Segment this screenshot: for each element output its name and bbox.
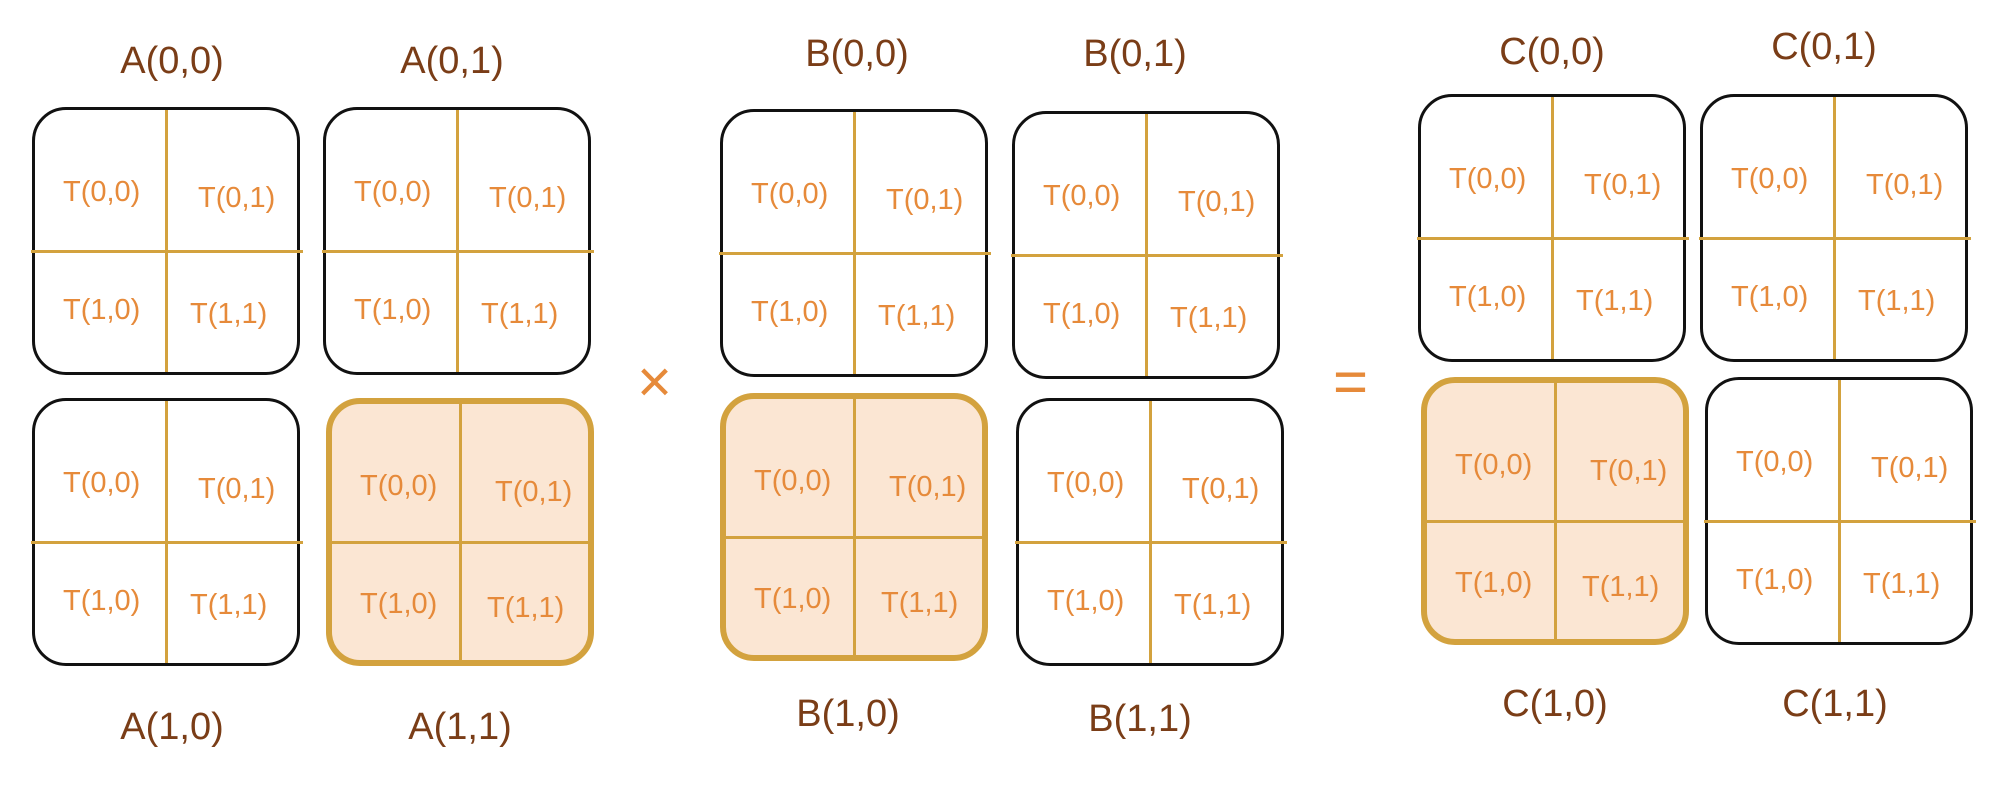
tile-label: T(1,1) xyxy=(190,298,268,330)
block-label-a11: A(1,1) xyxy=(408,706,512,748)
tile-divider-horizontal xyxy=(1423,519,1689,523)
tile-label: T(1,1) xyxy=(1576,285,1654,317)
block-c00: T(0,0) T(0,1) T(1,0) T(1,1) xyxy=(1417,94,1689,362)
tile-label: T(0,1) xyxy=(198,473,276,505)
block-label-c00: C(0,0) xyxy=(1499,31,1605,73)
block-label-c01: C(0,1) xyxy=(1771,26,1877,68)
tile-divider-horizontal xyxy=(722,535,988,539)
tile-label: T(0,1) xyxy=(1178,186,1256,218)
block-c10-highlighted: T(0,0) T(0,1) T(1,0) T(1,1) xyxy=(1421,377,1689,645)
tile-label: T(1,0) xyxy=(360,588,438,620)
tile-divider-vertical xyxy=(852,399,856,655)
tile-label: T(0,0) xyxy=(754,465,832,497)
tile-divider-horizontal xyxy=(322,249,594,253)
tile-divider-vertical xyxy=(1550,97,1554,359)
multiply-operator: × xyxy=(637,348,673,415)
tile-divider-horizontal xyxy=(31,249,303,253)
tile-divider-horizontal xyxy=(1699,236,1971,240)
tile-divider-vertical xyxy=(1148,401,1152,663)
tile-divider-vertical xyxy=(852,112,856,374)
tile-label: T(0,0) xyxy=(1736,446,1814,478)
block-label-a01: A(0,1) xyxy=(400,40,504,82)
tile-label: T(0,1) xyxy=(1866,169,1944,201)
block-b10-highlighted: T(0,0) T(0,1) T(1,0) T(1,1) xyxy=(720,393,988,661)
tile-label: T(1,0) xyxy=(1043,298,1121,330)
tile-divider-horizontal xyxy=(1011,253,1283,257)
tile-label: T(1,1) xyxy=(1170,302,1248,334)
block-label-b01: B(0,1) xyxy=(1083,33,1187,75)
tile-label: T(1,1) xyxy=(1858,285,1936,317)
equals-operator: = xyxy=(1333,348,1369,415)
block-label-c10: C(1,0) xyxy=(1502,683,1608,725)
tile-label: T(1,0) xyxy=(1047,585,1125,617)
tile-divider-vertical xyxy=(1553,383,1557,639)
tile-divider-horizontal xyxy=(1417,236,1689,240)
tile-label: T(0,1) xyxy=(1590,455,1668,487)
tile-label: T(1,0) xyxy=(1731,281,1809,313)
tile-label: T(0,0) xyxy=(63,467,141,499)
tile-label: T(0,0) xyxy=(1731,163,1809,195)
block-label-c11: C(1,1) xyxy=(1782,683,1888,725)
tile-label: T(0,1) xyxy=(198,182,276,214)
block-label-b11: B(1,1) xyxy=(1088,698,1192,740)
block-b01: T(0,0) T(0,1) T(1,0) T(1,1) xyxy=(1011,111,1283,379)
tile-divider-horizontal xyxy=(31,540,303,544)
tile-label: T(1,1) xyxy=(1863,568,1941,600)
tile-label: T(1,0) xyxy=(354,294,432,326)
block-a00: T(0,0) T(0,1) T(1,0) T(1,1) xyxy=(31,107,303,375)
block-label-a00: A(0,0) xyxy=(120,40,224,82)
tile-divider-horizontal xyxy=(1015,540,1287,544)
tile-label: T(1,0) xyxy=(63,294,141,326)
tile-label: T(0,0) xyxy=(1047,467,1125,499)
tile-label: T(1,0) xyxy=(63,585,141,617)
tile-label: T(1,1) xyxy=(881,587,959,619)
tile-label: T(1,1) xyxy=(487,592,565,624)
block-label-b00: B(0,0) xyxy=(805,33,909,75)
tile-divider-vertical xyxy=(1837,380,1841,642)
tile-label: T(0,1) xyxy=(1182,473,1260,505)
tile-label: T(0,0) xyxy=(63,176,141,208)
tile-divider-vertical xyxy=(1144,114,1148,376)
block-a11-highlighted: T(0,0) T(0,1) T(1,0) T(1,1) xyxy=(326,398,594,666)
tile-label: T(1,1) xyxy=(1582,571,1660,603)
tile-label: T(1,1) xyxy=(878,300,956,332)
block-b00: T(0,0) T(0,1) T(1,0) T(1,1) xyxy=(719,109,991,377)
block-label-a10: A(1,0) xyxy=(120,706,224,748)
tile-label: T(1,1) xyxy=(481,298,559,330)
tile-label: T(1,0) xyxy=(1449,281,1527,313)
tile-divider-vertical xyxy=(1832,97,1836,359)
block-a10: T(0,0) T(0,1) T(1,0) T(1,1) xyxy=(31,398,303,666)
tile-label: T(0,1) xyxy=(889,471,967,503)
tile-label: T(0,0) xyxy=(360,470,438,502)
tile-label: T(1,1) xyxy=(1174,589,1252,621)
tile-label: T(0,0) xyxy=(1043,180,1121,212)
tile-label: T(0,0) xyxy=(1449,163,1527,195)
tile-label: T(0,1) xyxy=(1584,169,1662,201)
tile-divider-vertical xyxy=(164,401,168,663)
tile-label: T(1,1) xyxy=(190,589,268,621)
tile-label: T(0,1) xyxy=(1871,452,1949,484)
block-a01: T(0,0) T(0,1) T(1,0) T(1,1) xyxy=(322,107,594,375)
tile-label: T(0,0) xyxy=(751,178,829,210)
block-label-b10: B(1,0) xyxy=(796,693,900,735)
tile-label: T(1,0) xyxy=(754,583,832,615)
tile-label: T(0,1) xyxy=(886,184,964,216)
tile-divider-horizontal xyxy=(328,540,594,544)
tile-label: T(0,0) xyxy=(354,176,432,208)
block-c01: T(0,0) T(0,1) T(1,0) T(1,1) xyxy=(1699,94,1971,362)
tile-divider-horizontal xyxy=(1704,519,1976,523)
tile-divider-vertical xyxy=(455,110,459,372)
tile-label: T(1,0) xyxy=(1736,564,1814,596)
tile-label: T(1,0) xyxy=(1455,567,1533,599)
block-b11: T(0,0) T(0,1) T(1,0) T(1,1) xyxy=(1015,398,1287,666)
tile-divider-vertical xyxy=(458,404,462,660)
block-c11: T(0,0) T(0,1) T(1,0) T(1,1) xyxy=(1704,377,1976,645)
tile-label: T(0,1) xyxy=(495,476,573,508)
tile-label: T(0,1) xyxy=(489,182,567,214)
tile-label: T(1,0) xyxy=(751,296,829,328)
tile-divider-vertical xyxy=(164,110,168,372)
tile-divider-horizontal xyxy=(719,251,991,255)
tile-label: T(0,0) xyxy=(1455,449,1533,481)
